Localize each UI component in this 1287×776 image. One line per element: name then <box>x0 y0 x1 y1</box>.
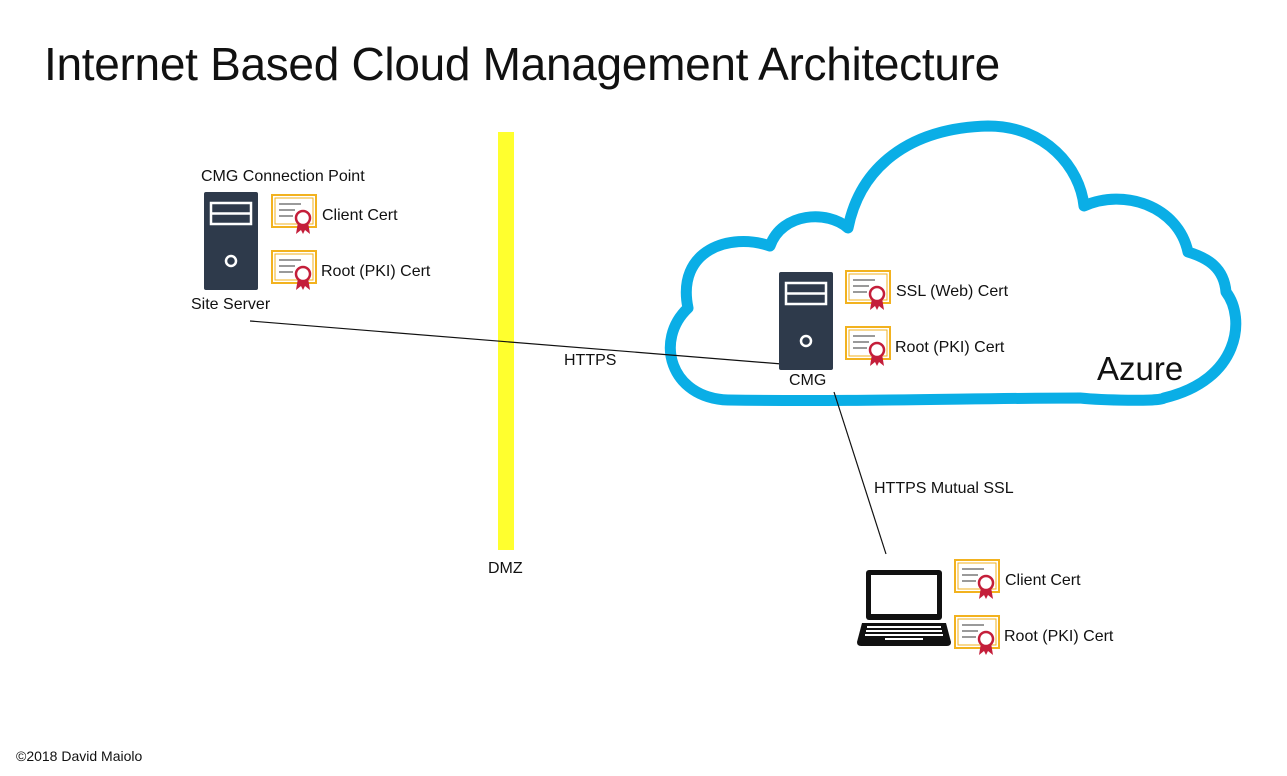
dmz-label: DMZ <box>488 560 523 577</box>
link-site-to-cmg <box>249 320 783 365</box>
cmg-server-icon <box>779 272 833 370</box>
site-server-label: Site Server <box>191 296 271 313</box>
cmg-label: CMG <box>789 372 827 389</box>
certificate-icon <box>845 270 891 310</box>
dmz-wall <box>498 132 514 550</box>
client-root-cert-label: Root (PKI) Cert <box>1004 628 1114 645</box>
https-mutual-ssl-label: HTTPS Mutual SSL <box>874 480 1014 497</box>
certificate-icon <box>845 326 891 366</box>
client-cert-label: Client Cert <box>1005 572 1081 589</box>
cmg-ssl-cert-label: SSL (Web) Cert <box>896 283 1009 300</box>
https-link-label: HTTPS <box>564 352 617 369</box>
site-root-cert-label: Root (PKI) Cert <box>321 263 431 280</box>
laptop-icon <box>857 570 951 646</box>
certificate-icon <box>271 194 317 234</box>
page-title: Internet Based Cloud Management Architec… <box>44 38 1000 90</box>
azure-label: Azure <box>1097 350 1184 387</box>
cmg-root-cert-label: Root (PKI) Cert <box>895 339 1005 356</box>
link-cmg-to-client <box>833 391 887 555</box>
cmg-connection-point-label: CMG Connection Point <box>201 168 365 185</box>
certificate-icon <box>271 250 317 290</box>
site-server-icon <box>204 192 258 290</box>
copyright-footer: ©2018 David Maiolo <box>16 748 143 764</box>
certificate-icon <box>954 559 1000 599</box>
certificate-icon <box>954 615 1000 655</box>
site-client-cert-label: Client Cert <box>322 207 398 224</box>
